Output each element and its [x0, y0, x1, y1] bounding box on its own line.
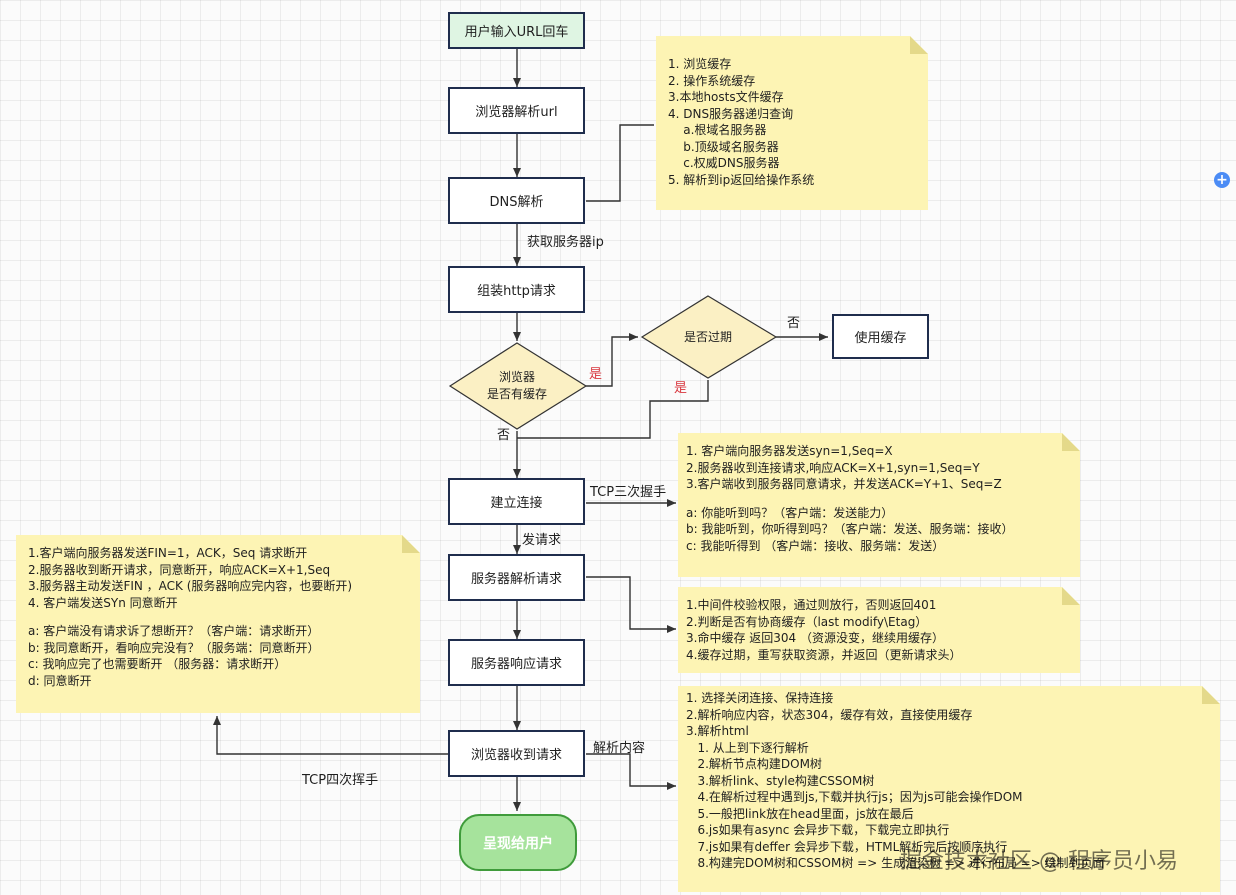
node-start: 用户输入URL回车 [448, 12, 585, 49]
note-line [28, 611, 412, 623]
note-line: 1.客户端向服务器发送FIN=1，ACK，Seq 请求断开 [28, 546, 308, 560]
note-line: 2.解析节点构建DOM树 [686, 757, 822, 771]
note-handshake: 1. 客户端向服务器发送syn=1,Seq=X 2.服务器收到连接请求,响应ACK… [678, 433, 1080, 577]
note-line: c: 我响应完了也需要断开 （服务器：请求断开） [28, 657, 287, 671]
note-line: 2.解析响应内容，状态304，缓存有效，直接使用缓存 [686, 707, 973, 722]
node-server-parse: 服务器解析请求 [448, 554, 585, 601]
edge-receive-to-render [586, 753, 676, 790]
edge-label-tcp-wave: TCP四次挥手 [302, 773, 379, 788]
note-line: c: 我能听得到 （客户端：接收、服务端：发送） [686, 538, 945, 553]
node-parse-url: 浏览器解析url [448, 87, 585, 134]
note-line: 3.解析link、style构建CSSOM树 [686, 773, 875, 788]
note-line: 8.构建完DOM树和CSSOM树 => 生成渲染树 => 进行布局 => 绘制到… [686, 856, 1105, 870]
node-connect: 建立连接 [448, 478, 585, 525]
note-line: 1.中间件校验权限，通过则放行，否则返回401 [686, 598, 937, 612]
note-line: 1. 客户端向服务器发送syn=1,Seq=X [686, 444, 893, 458]
edge-label-yes-expired: 是 [674, 381, 688, 396]
note-line [686, 493, 1072, 505]
node-browser-receive: 浏览器收到请求 [448, 730, 585, 777]
note-tcp-wave: 1.客户端向服务器发送FIN=1，ACK，Seq 请求断开 2.服务器收到断开请求… [16, 535, 420, 713]
note-line: 5.一般把link放在head里面，js放在最后 [686, 806, 914, 821]
edge-label-send-request: 发请求 [522, 533, 562, 548]
note-line: 3.本地hosts文件缓存 [668, 90, 784, 104]
node-dns: DNS解析 [448, 177, 585, 224]
edge-label-no-cache: 否 [497, 428, 511, 443]
cache-check-label: 浏览器 是否有缓存 [486, 370, 547, 401]
edge-label-tcp-handshake: TCP三次握手 [590, 485, 667, 500]
note-line: 2. 操作系统缓存 [668, 73, 756, 88]
note-line: 6.js如果有async 会异步下载，下载完立即执行 [686, 823, 950, 837]
node-use-cache: 使用缓存 [832, 314, 929, 359]
note-line: a: 你能听到吗？（客户端：发送能力） [686, 505, 894, 520]
note-line: 1. 从上到下逐行解析 [686, 740, 809, 755]
edge-label-no-expired: 否 [787, 316, 801, 331]
note-line: 4. DNS服务器递归查询 [668, 106, 794, 121]
note-line: d: 同意断开 [28, 673, 92, 688]
note-line: 3.命中缓存 返回304 （资源没变，继续用缓存） [686, 631, 944, 645]
note-line: 2.判断是否有协商缓存（last modify\Etag） [686, 614, 928, 629]
edge-receive-to-wave [213, 716, 448, 755]
edge-label-yes-cache: 是 [589, 367, 603, 382]
note-line: b.顶级域名服务器 [668, 139, 779, 154]
expired-check-label: 是否过期 [683, 330, 732, 344]
note-line: 4. 客户端发送SYn 同意断开 [28, 595, 178, 610]
note-line: 3.服务器主动发送FIN ，ACK (服务器响应完内容，也要断开) [28, 579, 353, 593]
note-line: 3.解析html [686, 724, 749, 738]
edge-server-parse-to-checks [586, 576, 676, 633]
note-line: a: 客户端没有请求诉了想断开？（客户端：请求断开） [28, 624, 320, 638]
edge-label-parse-content: 解析内容 [593, 741, 646, 756]
note-render: 1. 选择关闭连接、保持连接 2.解析响应内容，状态304，缓存有效，直接使用缓存… [678, 686, 1220, 892]
cache-check-diamond [448, 342, 588, 430]
note-line: 4.在解析过程中遇到js,下载并执行js；因为js可能会操作DOM [686, 790, 1023, 804]
note-line: 2.服务器收到连接请求,响应ACK=X+1,syn=1,Seq=Y [686, 460, 980, 475]
note-line: 1. 浏览缓存 [668, 57, 732, 71]
note-line: a.根域名服务器 [668, 123, 767, 137]
note-line: 1. 选择关闭连接、保持连接 [686, 691, 834, 705]
node-end: 呈现给用户 [459, 814, 577, 871]
note-server-checks: 1.中间件校验权限，通过则放行，否则返回401 2.判断是否有协商缓存（last … [678, 587, 1080, 673]
note-line: 5. 解析到ip返回给操作系统 [668, 172, 815, 187]
note-line: 2.服务器收到断开请求，同意断开，响应ACK=X+1,Seq [28, 562, 331, 577]
note-dns-cache: 1. 浏览缓存 2. 操作系统缓存 3.本地hosts文件缓存 4. DNS服务器递归… [656, 36, 928, 210]
node-assemble-request: 组装http请求 [448, 266, 585, 313]
edge-cache-yes-to-expired [586, 333, 638, 387]
note-line: b: 我能听到，你听得到吗？（客户端：发送、服务端：接收） [686, 522, 1014, 536]
edge-label-get-ip: 获取服务器ip [527, 235, 604, 250]
note-line: 7.js如果有deffer 会异步下载，HTML解析完后按顺序执行 [686, 839, 1008, 854]
note-line: 4.缓存过期，重写获取资源，并返回（更新请求头） [686, 647, 962, 662]
node-server-respond: 服务器响应请求 [448, 639, 585, 686]
watermark: 掘金技术社区 @ 程序员小易 [900, 849, 1178, 874]
edge-expired-yes-to-connect [517, 380, 709, 439]
note-line: 3.客户端收到服务器同意请求，并发送ACK=Y+1、Seq=Z [686, 477, 1002, 491]
note-line: b: 我同意断开，看响应完没有？（服务端：同意断开） [28, 640, 320, 655]
add-icon[interactable]: + [1214, 172, 1230, 188]
expired-check-diamond [640, 295, 778, 379]
edge-dns-to-note [586, 124, 654, 202]
note-line: c.权威DNS服务器 [668, 156, 780, 170]
